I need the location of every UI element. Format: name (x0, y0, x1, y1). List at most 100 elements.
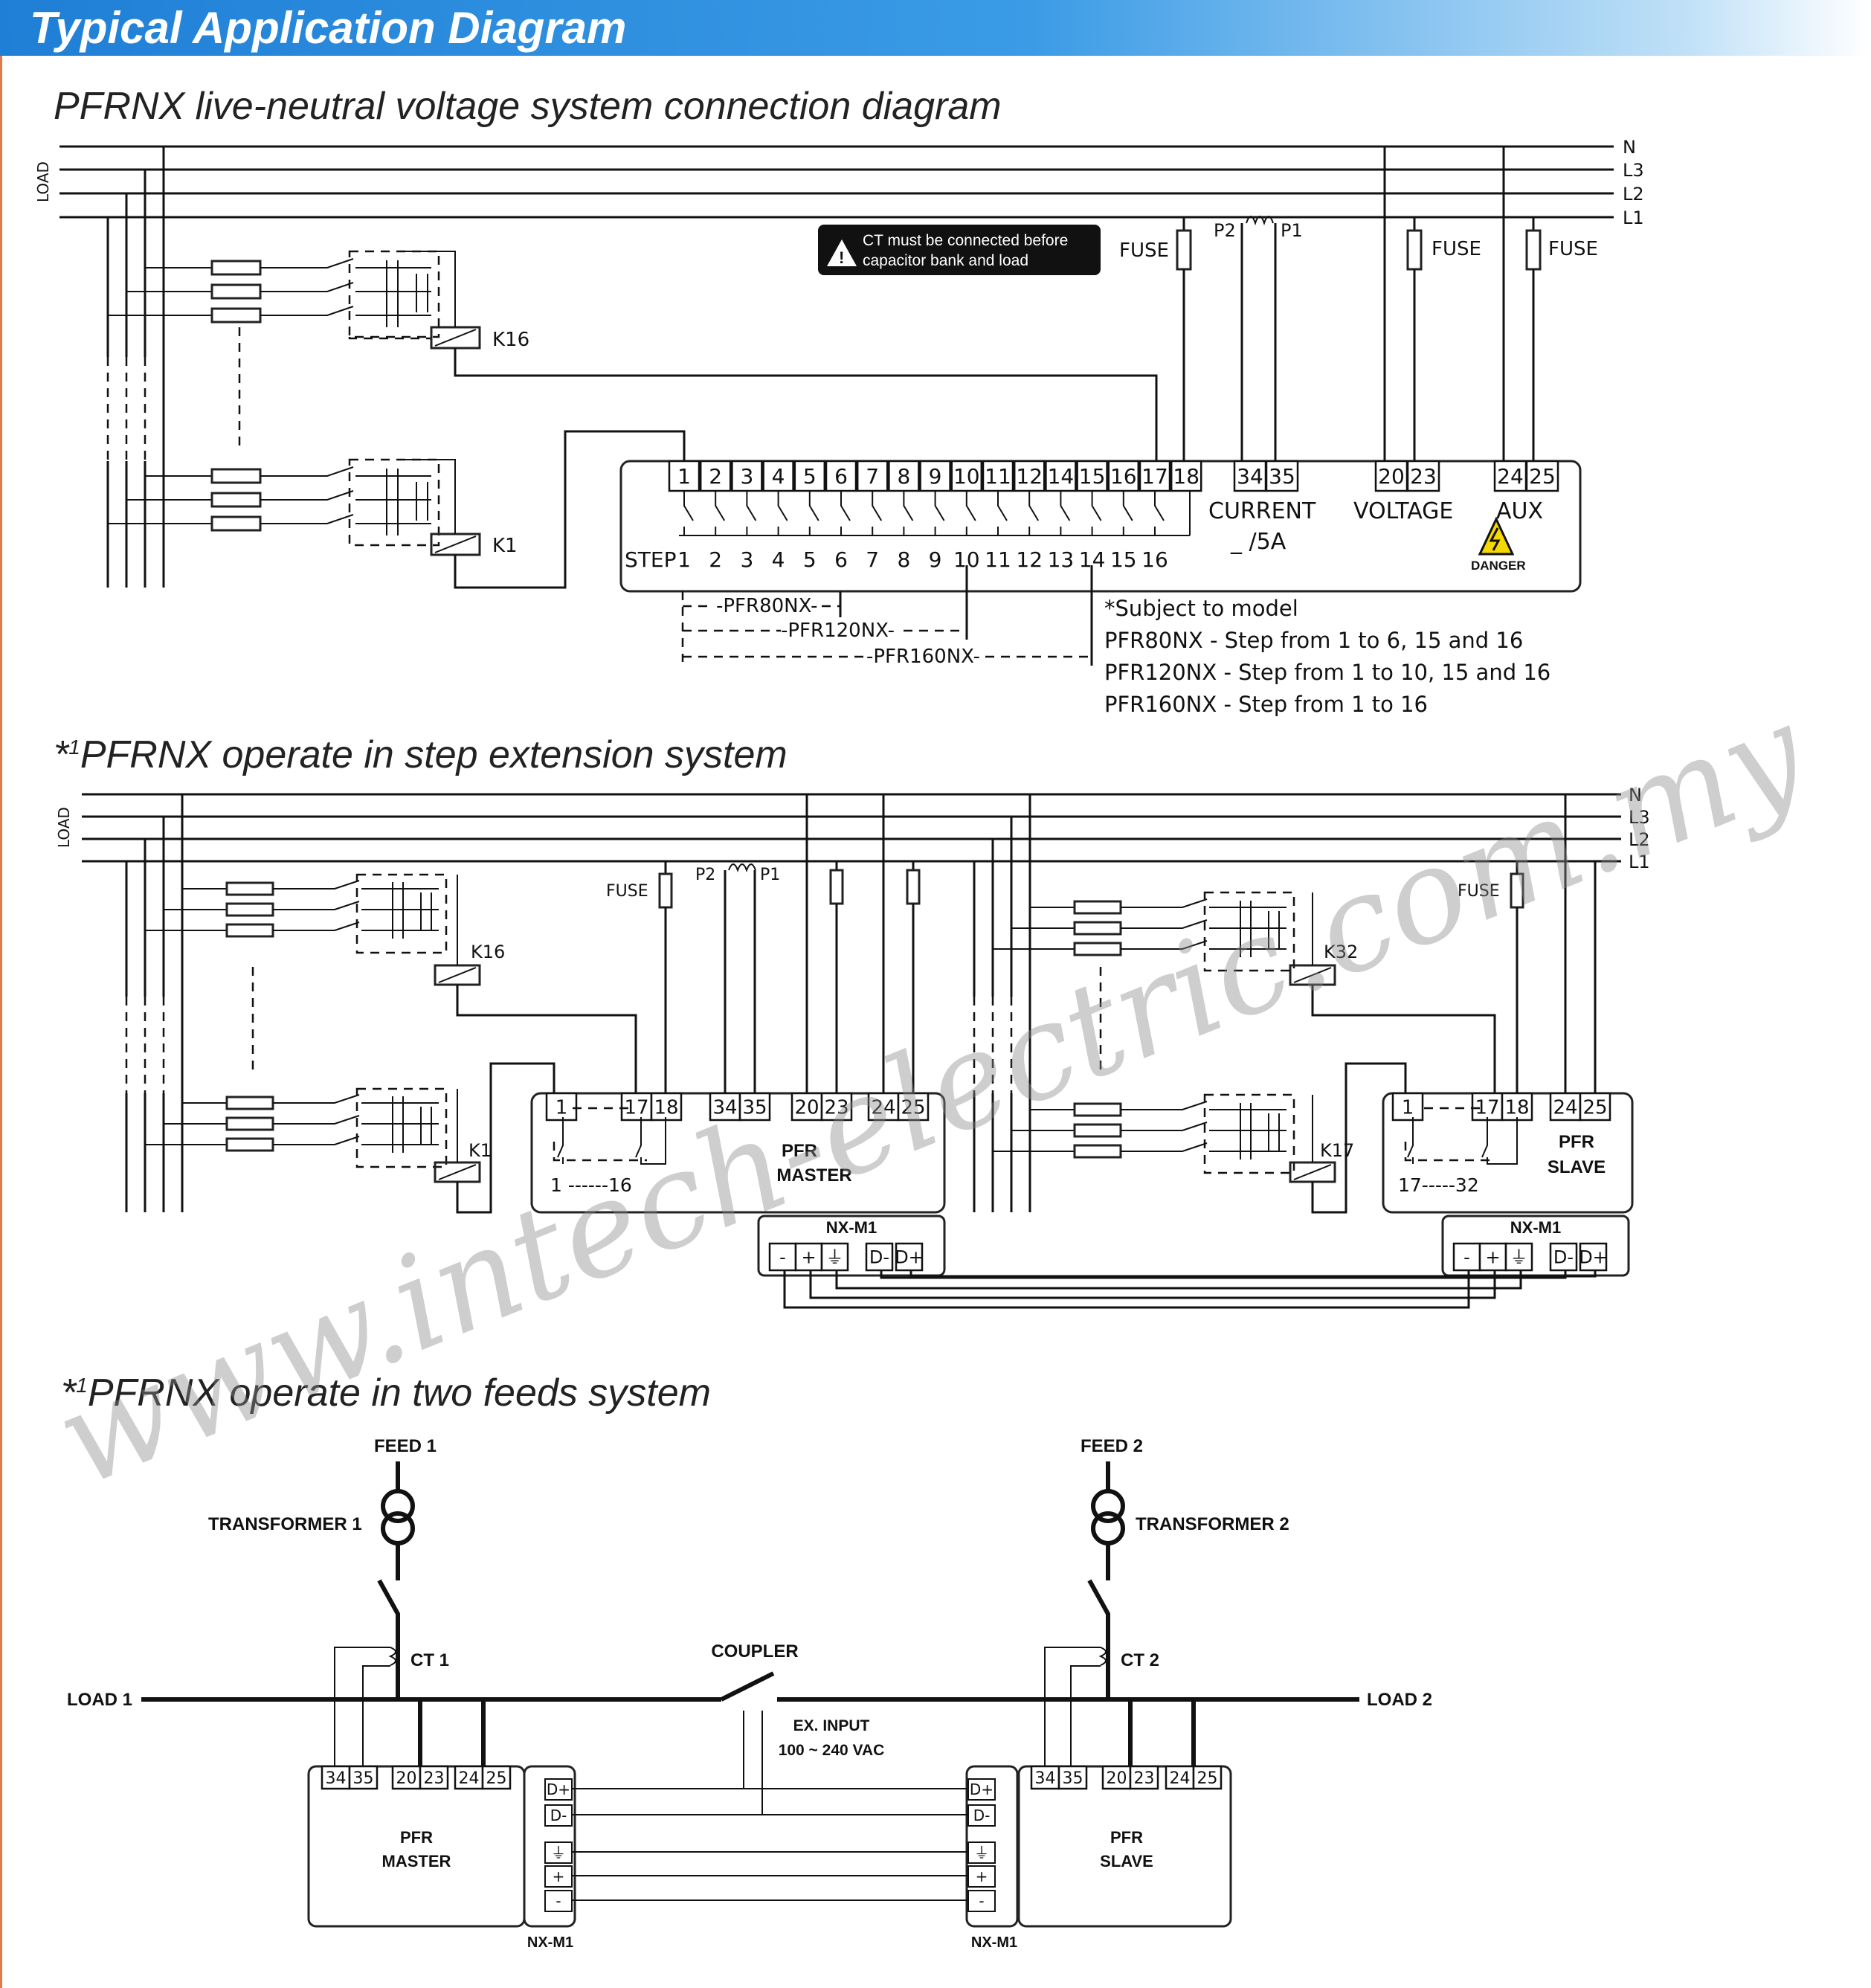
terminal-label: 14 (1048, 464, 1075, 489)
terminal-label: 3 (740, 464, 753, 489)
nx-m1-right-box (965, 1765, 1019, 1928)
step-number: 12 (1016, 547, 1043, 572)
fuse-label-2: FUSE (1432, 238, 1481, 260)
step-number: 5 (803, 547, 817, 572)
slave-terminal-label: 25 (1582, 1096, 1607, 1119)
capacitor-bank-k32-slave: K32 (993, 891, 1358, 986)
two-feed-slave-terminal-label-box (1192, 1765, 1223, 1790)
capacitor-bank-k1-master: K1 (145, 1087, 492, 1183)
contactor-label-k1-2: K1 (468, 1140, 492, 1161)
contactor-label-k1: K1 (492, 535, 518, 557)
terminal-label: 15 (1079, 464, 1106, 489)
transformer-1-label: TRANSFORMER 1 (208, 1514, 362, 1534)
current-terminal-label: 35 (1269, 464, 1295, 489)
diagram-step-extension: LOAD N L3 L2 L1 K16 (55, 785, 1650, 1309)
master-terminal-label: 34 (712, 1096, 737, 1119)
terminal-label: 8 (897, 464, 910, 489)
terminal-label: 9 (929, 464, 942, 489)
current-sub-label: _ /5A (1230, 529, 1286, 555)
two-feed-slave-terminal-label: 23 (1134, 1769, 1155, 1788)
two-feed-slave-label-1: PFR (1110, 1828, 1143, 1847)
aux-terminal-label: 24 (1497, 464, 1524, 489)
master-terminal-label-box (620, 1092, 653, 1122)
module-terminal-label: D- (1553, 1247, 1574, 1268)
slave-step-range: 17-----32 (1398, 1174, 1479, 1196)
feed-2-label: FEED 2 (1081, 1436, 1143, 1456)
master-step-range: 1 ------16 (550, 1174, 632, 1196)
module-terminal-label: + (801, 1247, 816, 1268)
two-feed-master-terminal-label-box (481, 1765, 512, 1790)
nx-m1-left-terminal-box (544, 1804, 573, 1827)
terminal-label: 7 (866, 464, 879, 489)
nx-m1-master-terminals: -+⏚D-D+ (768, 1242, 924, 1272)
master-terminal-label: 1 (555, 1096, 568, 1119)
line-label-l3-2: L3 (1629, 807, 1650, 828)
step-number: 1 (677, 547, 691, 572)
step-number: 7 (866, 547, 879, 572)
section-title-two-feeds: *1PFRNX operate in two feeds system (61, 1371, 711, 1415)
terminal-label-box (919, 460, 951, 492)
load-label: LOAD (34, 161, 52, 202)
two-feed-slave-terminal-label: 35 (1063, 1769, 1083, 1788)
terminal-label-box (825, 460, 857, 492)
note-line-1: *Subject to model (1104, 596, 1298, 621)
nx-m1-master-label: NX-M1 (826, 1218, 877, 1237)
slave-terminal-label: 1 (1402, 1096, 1414, 1119)
two-feed-master-terminal-label: 20 (396, 1769, 417, 1788)
terminal-label: 12 (1016, 464, 1043, 489)
master-terminal-label: 23 (824, 1096, 848, 1119)
nx-m1-right-terminal-box (967, 1890, 996, 1912)
master-terminal-label-box (650, 1092, 683, 1122)
nx-m1-right-terminal-label: D+ (970, 1780, 994, 1798)
load-2-label: LOAD 2 (1367, 1690, 1432, 1710)
nx-m1-right-terminal-box (967, 1841, 996, 1864)
terminal-label: 11 (985, 464, 1011, 489)
two-feed-master-terminal-label: 23 (424, 1769, 445, 1788)
module-terminal-label: D+ (1579, 1247, 1608, 1268)
aux-terminal-label: 25 (1529, 464, 1556, 489)
two-feed-master-terminal-label-box (454, 1765, 484, 1790)
step-number: 6 (834, 547, 848, 572)
step-number: 9 (929, 547, 942, 572)
current-label: CURRENT (1208, 498, 1316, 524)
section-title-live-neutral: PFRNX live-neutral voltage system connec… (54, 85, 1002, 128)
module-terminal-label: - (1463, 1247, 1470, 1268)
terminal-label: 4 (772, 464, 785, 489)
terminal-label: 18 (1173, 464, 1199, 489)
fuse-label-3: FUSE (1548, 238, 1598, 260)
two-feed-slave-terminal-label: 24 (1170, 1769, 1191, 1788)
two-feed-slave-terminal-label-box (1057, 1765, 1088, 1790)
master-terminal-label-box (897, 1092, 930, 1122)
terminal-label: 6 (834, 464, 848, 489)
step-label: STEP (625, 547, 676, 572)
nx-m1-left-terminal-box (544, 1890, 573, 1912)
feed-1-label: FEED 1 (374, 1436, 437, 1456)
module-terminal-label-box (865, 1242, 894, 1272)
terminal-label-box (1170, 460, 1202, 492)
nx-m1-right-label: NX-M1 (971, 1934, 1017, 1951)
terminal-label: 2 (709, 464, 722, 489)
voltage-terminal-label: 23 (1410, 464, 1437, 489)
terminal-label-box (1076, 460, 1108, 492)
module-terminal-label-box (1478, 1242, 1507, 1272)
slave-terminal-label: 18 (1504, 1096, 1529, 1119)
module-terminal-label-box (895, 1242, 924, 1272)
aux-label: AUX (1496, 498, 1543, 524)
two-feed-slave-terminal-label-box (1165, 1765, 1195, 1790)
master-label-2: MASTER (776, 1165, 851, 1186)
master-terminal-label-box (820, 1092, 853, 1122)
transformer-2-label: TRANSFORMER 2 (1136, 1514, 1289, 1534)
terminal-label-box (950, 460, 983, 492)
module-terminal-label-box (1579, 1242, 1608, 1272)
two-feed-slave-terminal-label: 25 (1197, 1769, 1218, 1788)
nx-m1-right-terminal-label: + (976, 1868, 988, 1885)
nx-m1-left-terminal-label: - (555, 1892, 561, 1910)
voltage-terminal-label: 20 (1378, 464, 1405, 489)
step-number: 4 (772, 547, 785, 572)
terminal-label: 5 (803, 464, 817, 489)
step-number: 13 (1048, 547, 1075, 572)
step-number: 8 (897, 547, 910, 572)
master-terminal-label-box (867, 1092, 900, 1122)
